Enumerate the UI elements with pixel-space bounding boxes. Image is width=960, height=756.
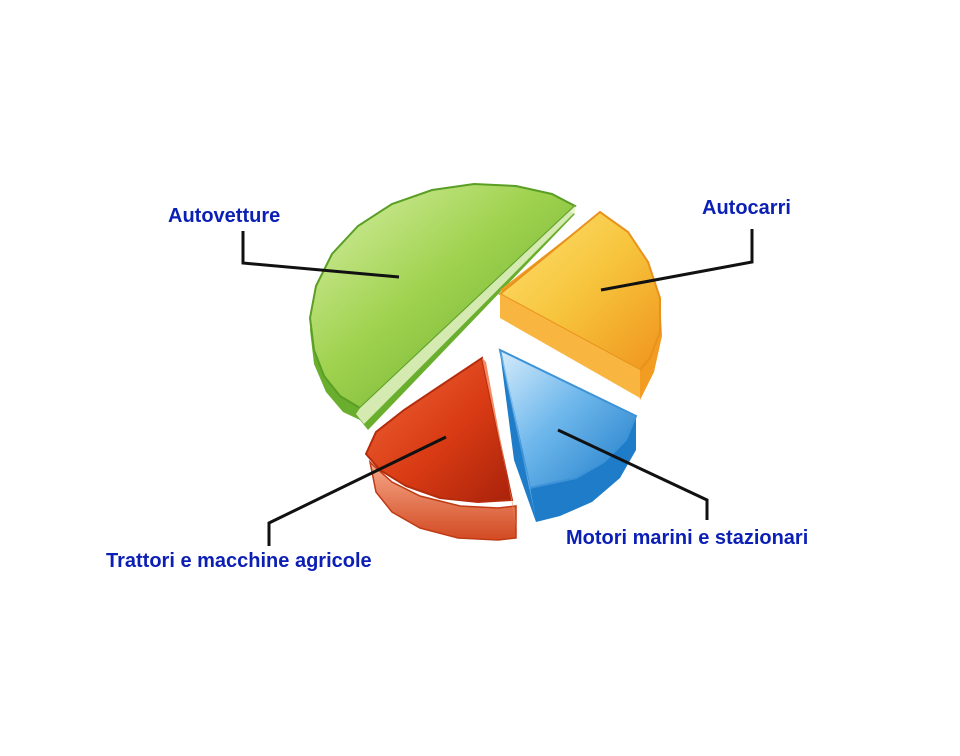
- leader-line-autovetture: [241, 231, 400, 279]
- label-autocarri: Autocarri: [702, 197, 791, 219]
- leader-line-trattori: [267, 435, 447, 546]
- slice-motori-marini: [498, 348, 638, 522]
- leader-line-autocarri: [600, 229, 754, 292]
- slice-trattori: [364, 356, 518, 541]
- label-trattori: Trattori e macchine agricole: [106, 550, 372, 572]
- leader-lines: [241, 229, 754, 546]
- slice-autovetture: [308, 182, 577, 430]
- label-motori-marini: Motori marini e stazionari: [566, 527, 809, 549]
- slice-autocarri: [498, 210, 662, 400]
- leader-line-motori: [557, 428, 709, 520]
- label-autovetture: Autovetture: [168, 205, 281, 227]
